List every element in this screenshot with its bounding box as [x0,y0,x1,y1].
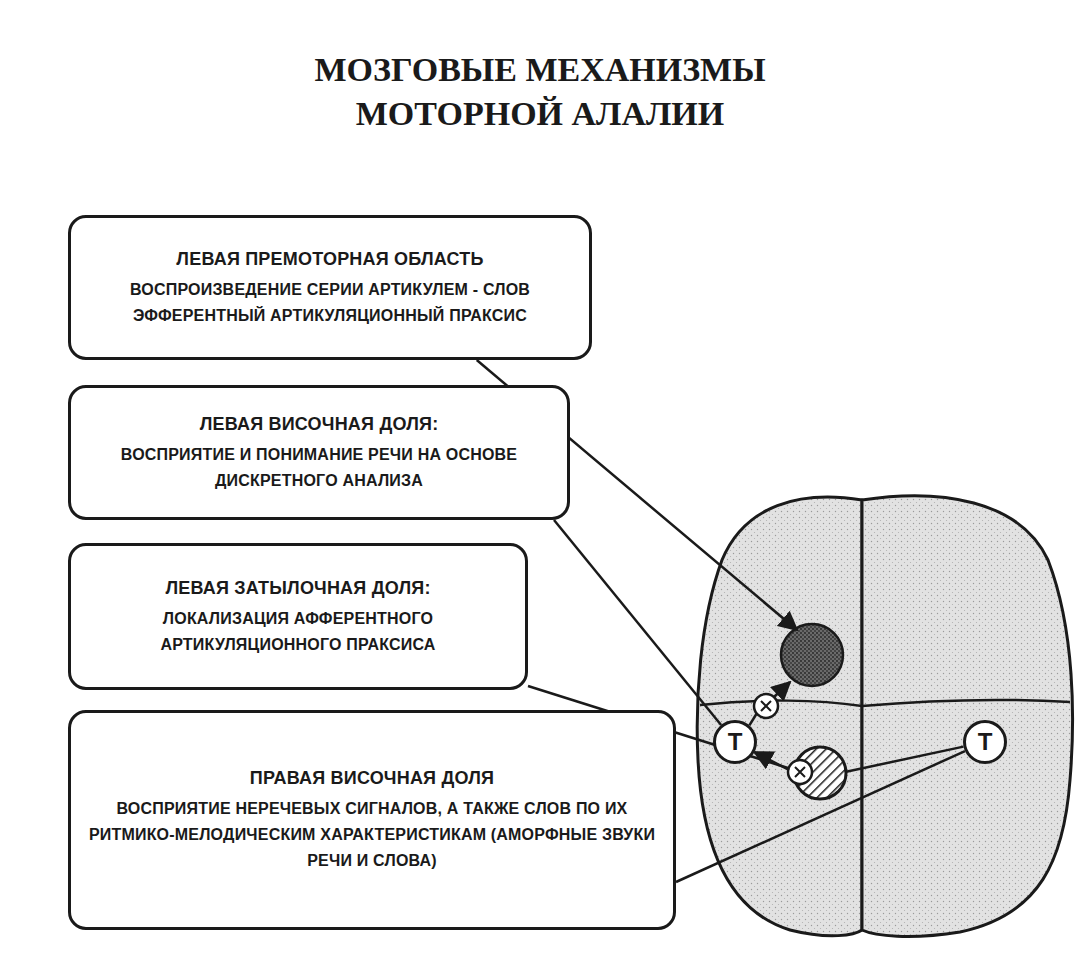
temporal-marker: Т [963,720,1007,764]
region-box: ЛЕВАЯ ЗАТЫЛОЧНАЯ ДОЛЯ: ЛОКАЛИЗАЦИЯ АФФЕРЕ… [68,543,528,690]
right-hemisphere [862,496,1073,937]
inner-arrow [774,682,790,697]
region-box: ЛЕВАЯ ВИСОЧНАЯ ДОЛЯ: ВОСПРИЯТИЕ И ПОНИМАН… [68,385,570,520]
region-box: ПРАВАЯ ВИСОЧНАЯ ДОЛЯ ВОСПРИЯТИЕ НЕРЕЧЕВЫХ… [68,710,676,930]
marker-letter: Т [713,720,757,764]
occipital-zone [794,747,846,799]
leader-line [676,751,965,882]
box-body: ЛОКАЛИЗАЦИЯ АФФЕРЕНТНОГО АРТИКУЛЯЦИОННОГ… [87,606,509,658]
brain-outline [697,496,1072,937]
box-body: ВОСПРОИЗВЕДЕНИЕ СЕРИИ АРТИКУЛЕМ - СЛОВ Э… [87,277,573,329]
box-body: ВОСПРИЯТИЕ И ПОНИМАНИЕ РЕЧИ НА ОСНОВЕ ДИ… [87,442,551,494]
inner-arrow [755,752,789,770]
diagram-title: МОЗГОВЫЕ МЕХАНИЗМЫ МОТОРНОЙ АЛАЛИИ [250,48,830,136]
cross-circle [788,760,812,784]
box-body: ВОСПРИЯТИЕ НЕРЕЧЕВЫХ СИГНАЛОВ, А ТАКЖЕ С… [87,796,657,874]
marker-letter: Т [963,720,1007,764]
box-heading: ПРАВАЯ ВИСОЧНАЯ ДОЛЯ [250,766,494,790]
box-heading: ЛЕВАЯ ВИСОЧНАЯ ДОЛЯ: [200,412,439,436]
temporal-marker: Т [713,720,757,764]
inner-arrow [749,713,757,725]
left-hemisphere [697,497,862,936]
premotor-zone [781,624,843,686]
box-heading: ЛЕВАЯ ПРЕМОТОРНАЯ ОБЛАСТЬ [176,247,483,271]
leader-line [554,520,721,725]
region-box: ЛЕВАЯ ПРЕМОТОРНАЯ ОБЛАСТЬ ВОСПРОИЗВЕДЕНИЕ… [68,215,592,360]
box-heading: ЛЕВАЯ ЗАТЫЛОЧНАЯ ДОЛЯ: [165,576,430,600]
